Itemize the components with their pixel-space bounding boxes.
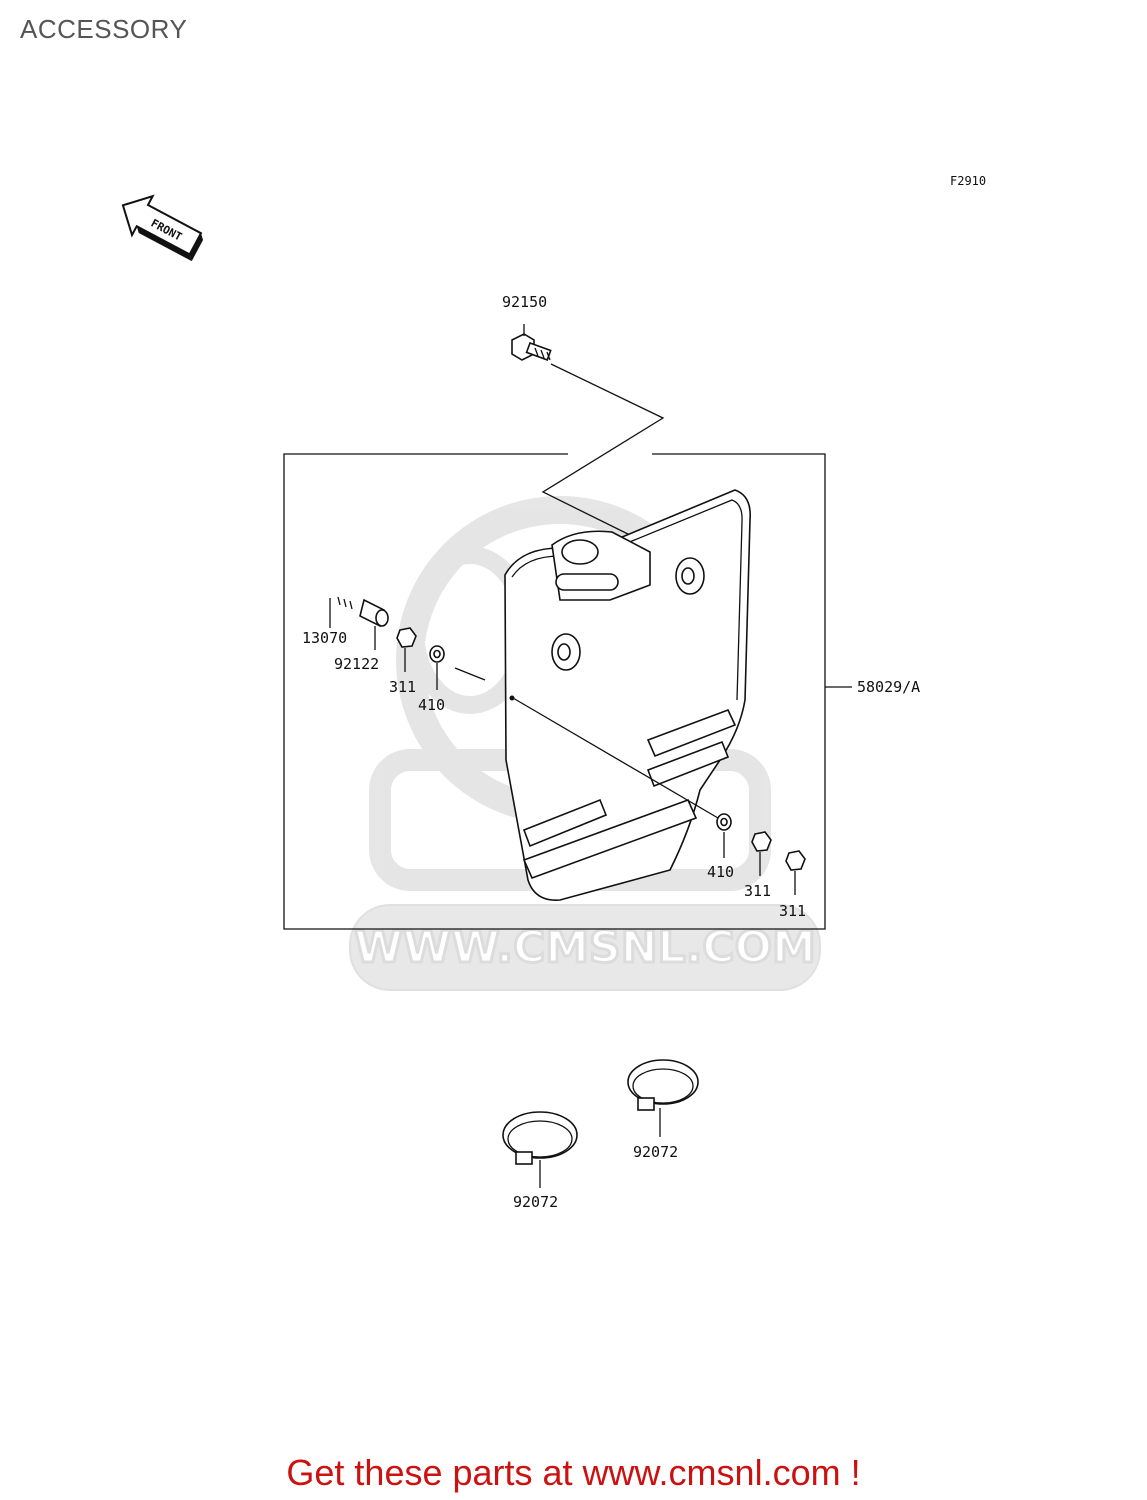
part-label-311-right-1: 311	[744, 882, 771, 900]
part-92150-bolt	[511, 333, 552, 361]
part-410-washer-left	[429, 645, 445, 663]
part-311-nut-right-2	[785, 850, 806, 871]
part-label-311-right-2: 311	[779, 902, 806, 920]
parts-diagram: WWW.CMSNL.COM F2910 FRONT	[121, 174, 986, 1211]
page-title: ACCESSORY	[20, 14, 188, 44]
watermark: WWW.CMSNL.COM	[349, 496, 821, 991]
part-92072-tie-left	[502, 1111, 578, 1165]
part-13070-rod	[315, 547, 419, 610]
diagram-code: F2910	[950, 174, 986, 188]
part-label-311: 311	[389, 678, 416, 696]
footer-cta-link[interactable]: Get these parts at www.cmsnl.com !	[286, 1452, 861, 1493]
part-92122-collar	[359, 598, 389, 628]
part-label-92122: 92122	[334, 655, 379, 673]
part-label-13070: 13070	[302, 629, 347, 647]
part-label-92072-right: 92072	[633, 1143, 678, 1161]
part-311-nut-right-1	[751, 831, 772, 852]
part-311-nut-left	[396, 627, 417, 648]
front-arrow-icon: FRONT	[121, 194, 204, 262]
part-92072-tie-right	[627, 1059, 699, 1111]
part-label-58029a: 58029/A	[857, 678, 920, 696]
part-label-92150: 92150	[502, 293, 547, 311]
part-label-410-right: 410	[707, 863, 734, 881]
part-410-washer-right	[716, 813, 732, 831]
part-58029a-plate	[504, 489, 752, 901]
part-label-410: 410	[418, 696, 445, 714]
part-label-92072-left: 92072	[513, 1193, 558, 1211]
